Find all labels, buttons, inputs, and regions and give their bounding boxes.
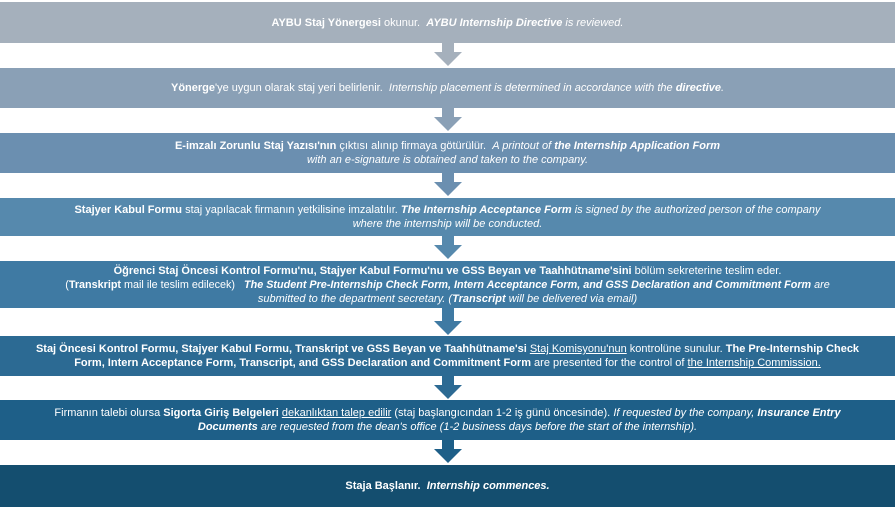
step-6-tr: kontrolüne sunulur. — [626, 343, 723, 355]
step-5-en-line2a: submitted to the department secretary. ( — [257, 292, 453, 305]
step-7-en-a: If requested by the company, — [613, 407, 758, 419]
step-2-tr: 'ye uygun olarak staj yeri belirlenir. — [215, 82, 383, 94]
step-7-tr: (staj başlangıcından 1-2 iş günü öncesin… — [391, 407, 611, 419]
step-4-tr: staj yapılacak firmanın yetkilisine imza… — [182, 204, 398, 216]
step-5-tr-bold: Öğrenci Staj Öncesi Kontrol Formu'nu, St… — [113, 264, 632, 277]
step-5-paren-open: ( — [65, 278, 69, 291]
step-1-en-bold: AYBU Internship Directive — [426, 16, 563, 29]
step-3-en-line2: with an e-signature is obtained and take… — [306, 154, 589, 166]
step-5-en-line2b: will be delivered via email) — [505, 292, 638, 305]
step-7-tr-a: Firmanın talebi olursa — [54, 407, 164, 419]
step-6-en-bold: The Pre-Internship Check — [725, 343, 860, 355]
step-3-tr: çıktısı alınıp firmaya götürülür. — [336, 140, 487, 152]
step-1: AYBU Staj Yönergesi okunur. AYBU Interns… — [0, 2, 895, 43]
step-3-en: A printout of — [492, 140, 555, 152]
step-5-paren-rest: mail ile teslim edilecek) — [121, 278, 236, 291]
step-5-en-bold: The Student Pre-Internship Check Form, I… — [244, 278, 812, 291]
step-7: Firmanın talebi olursa Sigorta Giriş Bel… — [0, 400, 895, 440]
step-2-tr-bold: Yönerge — [170, 82, 215, 94]
step-1-tr: okunur. — [380, 16, 421, 29]
step-7-en: are requested from the dean's office (1-… — [257, 421, 698, 433]
step-5-transcript-bold: Transkript — [68, 278, 122, 291]
step-2: Yönerge'ye uygun olarak staj yeri belirl… — [0, 68, 895, 108]
step-6-tr-underline: Staj Komisyonu'nun — [529, 343, 627, 355]
step-6: Staj Öncesi Kontrol Formu, Stajyer Kabul… — [0, 336, 895, 376]
step-6-en-bold2: Form, Intern Acceptance Form, Transcript… — [74, 357, 531, 369]
step-8-tr-bold: Staja Başlanır. — [345, 480, 421, 492]
step-4-en: is signed by the authorized person of th… — [571, 204, 821, 216]
step-4-en-line2: where the internship will be conducted. — [352, 218, 543, 230]
step-6-en-underline: the Internship Commission. — [687, 357, 821, 369]
step-5-en-line2-bold: Transcript — [452, 292, 506, 305]
step-8-en-bold: Internship commences. — [426, 480, 550, 492]
step-3: E-imzalı Zorunlu Staj Yazısı'nın çıktısı… — [0, 133, 895, 173]
step-4-en-bold: The Internship Acceptance Form — [400, 204, 572, 216]
step-5: Öğrenci Staj Öncesi Kontrol Formu'nu, St… — [0, 261, 895, 308]
step-5-tr: bölüm sekreterine teslim eder. — [631, 264, 782, 277]
step-7-en-bold: Insurance Entry — [757, 407, 841, 419]
step-2-en-end: . — [720, 82, 725, 94]
step-2-en: Internship placement is determined in ac… — [388, 82, 676, 94]
step-7-en-bold2: Documents — [197, 421, 258, 433]
step-5-en: are — [811, 278, 830, 291]
step-6-tr-bold: Staj Öncesi Kontrol Formu, Stajyer Kabul… — [35, 343, 527, 355]
step-1-en: is reviewed. — [562, 16, 624, 29]
step-8: Staja Başlanır. Internship commences. — [0, 465, 895, 507]
step-1-tr-bold: AYBU Staj Yönergesi — [271, 16, 381, 29]
step-3-tr-bold: E-imzalı Zorunlu Staj Yazısı'nın — [174, 140, 337, 152]
step-7-tr-bold: Sigorta Giriş Belgeleri — [163, 407, 279, 419]
step-6-en: are presented for the control of — [530, 357, 688, 369]
step-3-en-bold: the Internship Application Form — [554, 140, 721, 152]
step-2-en-bold: directive — [675, 82, 721, 94]
step-7-tr-underline: dekanlıktan talep edilir — [281, 407, 392, 419]
step-4-tr-bold: Stajyer Kabul Formu — [74, 204, 183, 216]
step-4: Stajyer Kabul Formu staj yapılacak firma… — [0, 198, 895, 236]
